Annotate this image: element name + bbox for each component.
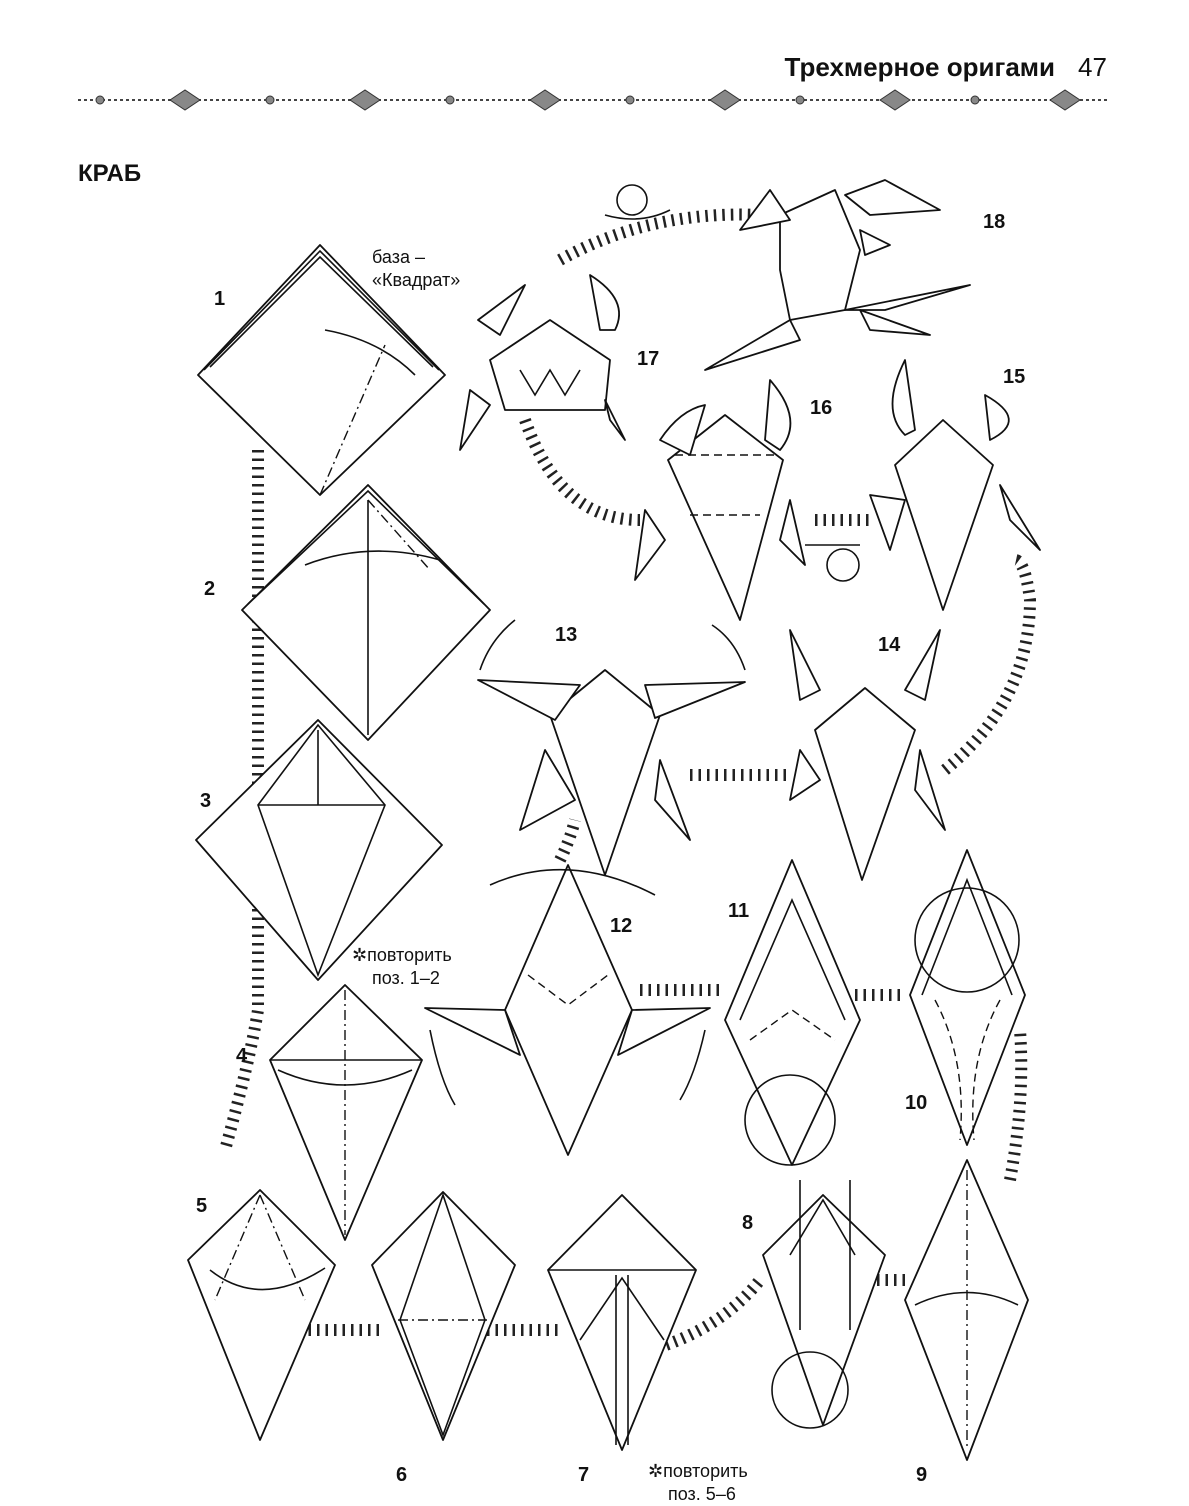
step-2-figure	[241, 484, 491, 741]
step-number-9: 9	[916, 1464, 928, 1486]
repeat-symbol-icon: ✲	[352, 945, 368, 965]
page-number: 47	[1078, 52, 1107, 82]
step-14-figure	[789, 629, 946, 881]
section-title: КРАБ	[78, 160, 142, 187]
step-number-2: 2	[204, 578, 216, 600]
step-number-13: 13	[555, 624, 578, 646]
step-7-figure	[547, 1194, 697, 1451]
step-8-figure	[762, 1180, 886, 1429]
step-number-10: 10	[905, 1092, 928, 1114]
step-10-figure	[909, 849, 1026, 1146]
step-number-4: 4	[236, 1045, 248, 1067]
step-number-6: 6	[396, 1464, 408, 1486]
step-1-figure	[197, 244, 446, 496]
step-15-figure	[869, 359, 1041, 611]
step-6-figure	[371, 1191, 516, 1441]
step-number-7: 7	[578, 1464, 590, 1486]
turn-over-symbols	[604, 184, 860, 582]
step-13-figure	[477, 619, 746, 876]
step-17-figure	[459, 274, 626, 451]
step-number-5: 5	[196, 1195, 208, 1217]
step-number-14: 14	[878, 634, 901, 656]
repeat-note-1-2: ✲повторить поз. 1–2	[352, 944, 452, 990]
repeat-note-5-6-line1: повторить	[663, 1461, 748, 1481]
step-4-figure	[269, 984, 423, 1241]
page-header-title: Трехмерное оригами	[784, 52, 1055, 82]
step-number-17: 17	[637, 348, 660, 370]
step-number-11: 11	[728, 900, 750, 922]
step-number-8: 8	[742, 1212, 754, 1234]
step-11-figure	[724, 859, 861, 1166]
step-number-18: 18	[983, 211, 1006, 233]
ornament-rule	[78, 89, 1110, 111]
step-12-figure	[424, 864, 711, 1156]
repeat-note-1-2-line1: повторить	[367, 945, 452, 965]
step-number-15: 15	[1003, 366, 1026, 388]
step-number-16: 16	[810, 397, 833, 419]
step-connector-path	[219, 208, 1037, 1356]
repeat-note-1-2-line2: поз. 1–2	[372, 968, 440, 988]
base-note-line2: «Квадрат»	[372, 270, 461, 290]
step-18-figure	[704, 179, 971, 371]
step-number-3: 3	[200, 790, 212, 812]
repeat-symbol-icon: ✲	[648, 1461, 664, 1481]
step-number-12: 12	[610, 915, 633, 937]
repeat-note-5-6-line2: поз. 5–6	[668, 1484, 736, 1504]
base-note: база – «Квадрат»	[372, 246, 460, 292]
step-number-1: 1	[214, 288, 226, 310]
step-5-figure	[187, 1189, 336, 1441]
step-3-figure	[195, 719, 443, 981]
repeat-note-5-6: ✲повторить поз. 5–6	[648, 1460, 748, 1506]
base-note-line1: база –	[372, 247, 425, 267]
step-16-figure	[634, 379, 806, 621]
step-9-figure	[904, 1159, 1029, 1461]
